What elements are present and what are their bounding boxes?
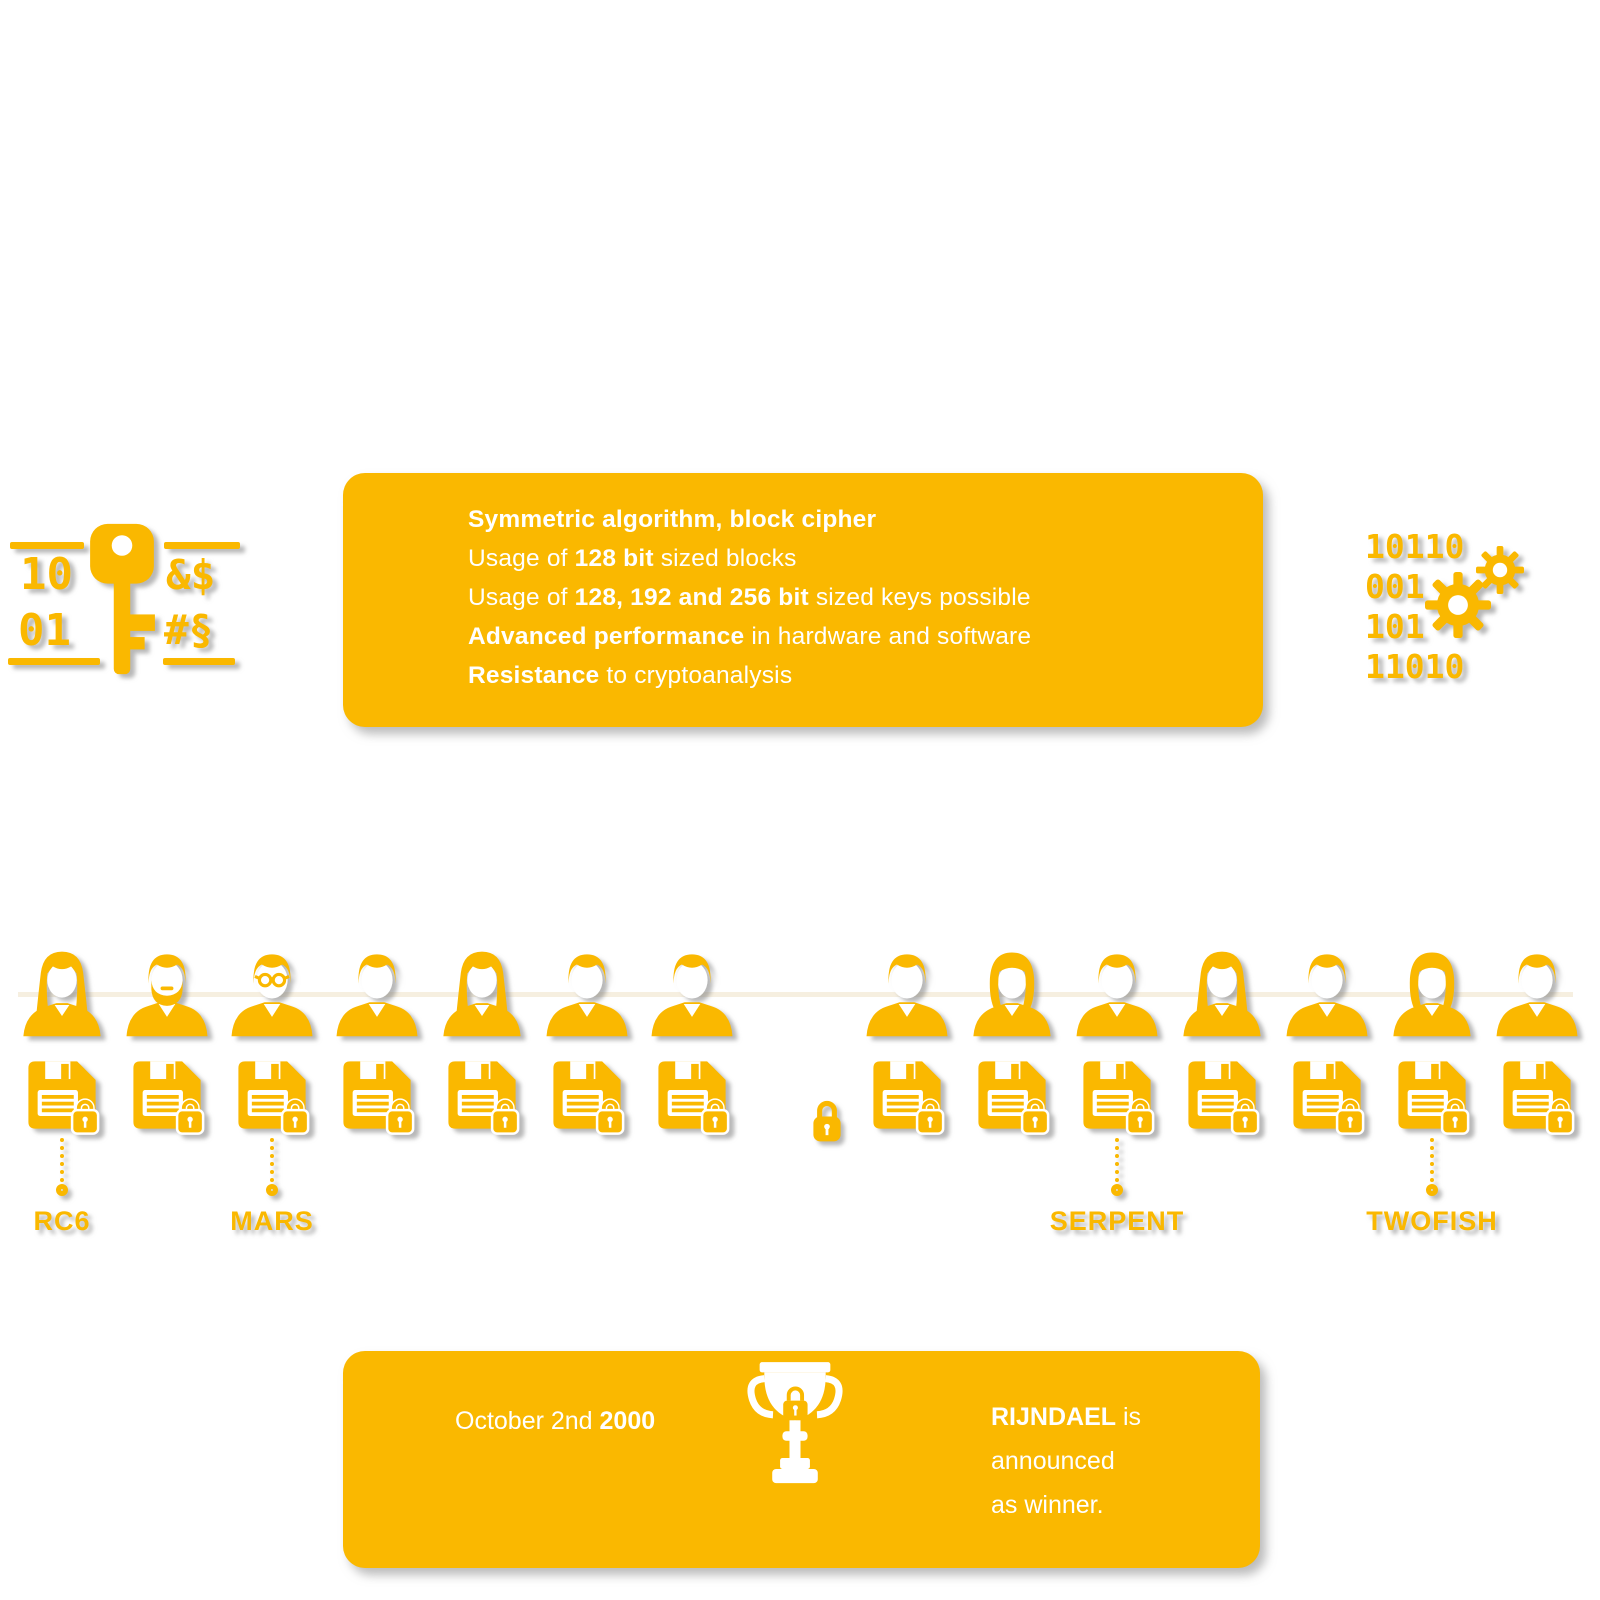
candidate-left-2: [115, 946, 219, 1138]
timeline-line: [18, 992, 1573, 997]
key-icon: [90, 523, 155, 675]
floppy-disk-lock-icon: [650, 1052, 734, 1138]
algorithm-label: TWOFISH: [1366, 1206, 1498, 1236]
divider-bar: [164, 542, 240, 549]
floppy-disk-lock-icon: [335, 1052, 419, 1138]
announcement-date: October 2nd 2000: [455, 1407, 656, 1435]
padlock-icon: [810, 1098, 844, 1144]
aes-properties-text: Symmetric algorithm, block cipher Usage …: [468, 500, 1031, 695]
woman-avatar-icon: [16, 946, 108, 1040]
candidate-right-1: [855, 946, 959, 1138]
floppy-disk-lock-icon: [1390, 1052, 1474, 1138]
woman-avatar-icon: [436, 946, 528, 1040]
winner-line: as winner.: [991, 1491, 1104, 1519]
floppy-disk-lock-icon: [125, 1052, 209, 1138]
divider-bar: [8, 658, 100, 665]
algorithm-label: RC6: [33, 1206, 91, 1236]
dotted-line: [1430, 1138, 1434, 1182]
cipher-symbols-text: &$: [166, 551, 216, 599]
floppy-disk-lock-icon: [20, 1052, 104, 1138]
divider-bar: [10, 542, 84, 549]
dotted-line: [270, 1138, 274, 1182]
algorithm-callout-rc6: RC6: [0, 1138, 142, 1237]
floppy-disk-lock-icon: [230, 1052, 314, 1138]
gear-icon: [1476, 546, 1524, 594]
algorithm-callout-mars: MARS: [192, 1138, 352, 1237]
man-beard-avatar-icon: [121, 946, 213, 1040]
pin-circle-icon: [266, 1184, 278, 1196]
property-line: Symmetric algorithm, block cipher: [468, 506, 877, 533]
floppy-disk-lock-icon: [440, 1052, 524, 1138]
algorithm-label: SERPENT: [1049, 1206, 1185, 1236]
dotted-line: [60, 1138, 64, 1182]
candidate-left-5: [430, 946, 534, 1138]
algorithm-callout-serpent: SERPENT: [1037, 1138, 1197, 1237]
trophy-icon: [747, 1362, 843, 1484]
candidate-right-3: [1065, 946, 1169, 1138]
binary-text: 10110: [1365, 527, 1465, 566]
man-avatar-icon: [1281, 946, 1373, 1040]
binary-text: 101: [1365, 607, 1425, 646]
binary-text: 001: [1365, 567, 1425, 606]
property-line: Usage of 128, 192 and 256 bit sized keys…: [468, 584, 1031, 611]
binary-text: 01: [18, 605, 71, 656]
floppy-disk-lock-icon: [1180, 1052, 1264, 1138]
candidate-left-1: [10, 946, 114, 1138]
man-glasses-avatar-icon: [226, 946, 318, 1040]
winner-announcement-card: October 2nd 2000 RIJNDAEL is announced a…: [343, 1351, 1260, 1568]
candidate-left-3: [220, 946, 324, 1138]
binary-text: 11010: [1365, 647, 1465, 686]
man-avatar-icon: [1491, 946, 1583, 1040]
man-avatar-icon: [331, 946, 423, 1040]
man-avatar-icon: [646, 946, 738, 1040]
woman-scarf-avatar-icon: [1386, 946, 1478, 1040]
binary-text: 10: [20, 549, 73, 600]
winner-text: RIJNDAEL is announced as winner.: [991, 1395, 1260, 1527]
winner-line: RIJNDAEL is announced: [991, 1403, 1142, 1475]
floppy-disk-lock-icon: [545, 1052, 629, 1138]
pin-circle-icon: [56, 1184, 68, 1196]
candidate-right-6: [1380, 946, 1484, 1138]
candidate-left-7: [640, 946, 744, 1138]
algorithm-callout-twofish: TWOFISH: [1352, 1138, 1512, 1237]
property-line: Resistance to cryptoanalysis: [468, 662, 793, 689]
dotted-line: [1115, 1138, 1119, 1182]
divider-bar: [163, 658, 235, 665]
binary-gears-icon: 10110 001 101 11010: [1340, 522, 1550, 687]
floppy-disk-lock-icon: [970, 1052, 1054, 1138]
candidate-right-5: [1275, 946, 1379, 1138]
man-avatar-icon: [541, 946, 633, 1040]
floppy-disk-lock-icon: [1075, 1052, 1159, 1138]
key-binary-icon: 10 01 &$ #§: [8, 515, 246, 687]
candidate-left-6: [535, 946, 639, 1138]
floppy-disk-lock-icon: [865, 1052, 949, 1138]
pin-circle-icon: [1426, 1184, 1438, 1196]
floppy-disk-lock-icon: [1495, 1052, 1579, 1138]
woman-avatar-icon: [1176, 946, 1268, 1040]
man-avatar-icon: [861, 946, 953, 1040]
candidate-right-7: [1485, 946, 1589, 1138]
pin-circle-icon: [1111, 1184, 1123, 1196]
cipher-symbols-text: #§: [164, 606, 214, 654]
algorithm-label: MARS: [230, 1206, 314, 1236]
property-line: Usage of 128 bit sized blocks: [468, 545, 797, 572]
aes-properties-card: Symmetric algorithm, block cipher Usage …: [343, 473, 1263, 727]
candidate-right-4: [1170, 946, 1274, 1138]
woman-scarf-avatar-icon: [966, 946, 1058, 1040]
candidate-left-4: [325, 946, 429, 1138]
candidate-right-2: [960, 946, 1064, 1138]
trophy-lock-glyph: [783, 1386, 808, 1421]
man-avatar-icon: [1071, 946, 1163, 1040]
floppy-disk-lock-icon: [1285, 1052, 1369, 1138]
property-line: Advanced performance in hardware and sof…: [468, 623, 1032, 650]
